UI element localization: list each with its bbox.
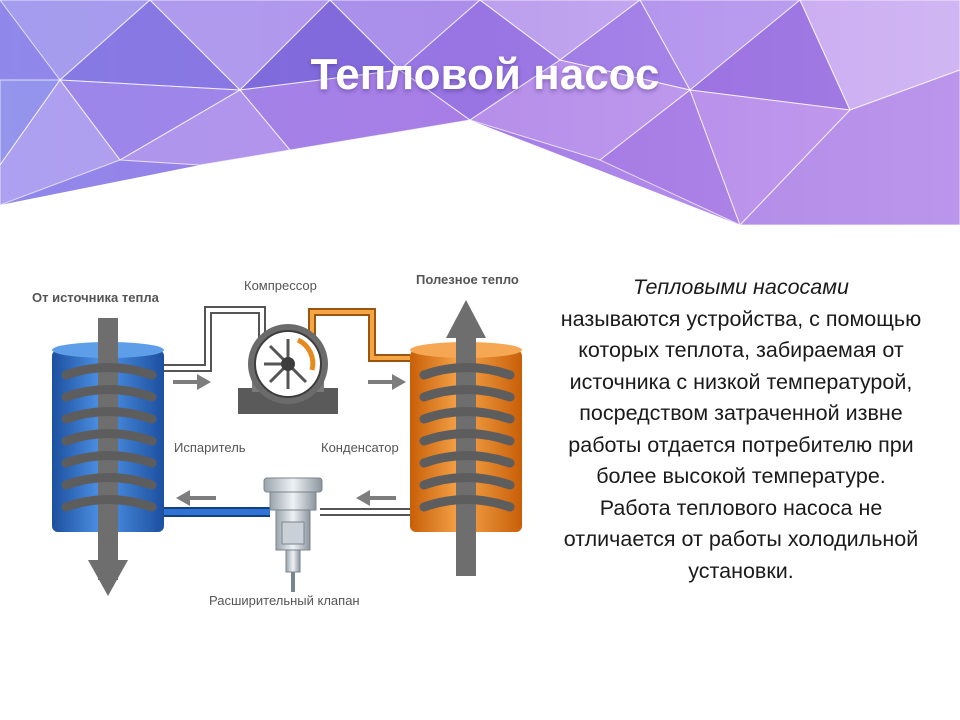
evaporator-pipe-arrow — [88, 318, 128, 596]
label-expansion-valve: Расширительный клапан — [209, 593, 360, 608]
label-condenser: Конденсатор — [321, 440, 399, 455]
flow-arrow-to-compressor — [173, 374, 211, 390]
label-evaporator: Испаритель — [174, 440, 246, 455]
flow-arrow-to-evaporator — [176, 490, 216, 506]
banner-background — [0, 0, 960, 226]
flow-arrow-from-condenser — [356, 490, 396, 506]
definition-text: Тепловыми насосами называются устройства… — [560, 272, 922, 587]
definition-body: называются устройства, с помощью которых… — [560, 306, 922, 583]
slide-title: Тепловой насос — [310, 50, 660, 99]
suction-pipe — [164, 306, 266, 372]
label-useful-heat: Полезное тепло — [416, 272, 519, 287]
definition-term: Тепловыми насосами — [633, 275, 849, 299]
heat-pump-diagram: От источника тепла Компрессор Полезное т… — [32, 272, 522, 608]
condenser-coil — [419, 363, 515, 512]
flow-arrow-to-condenser — [368, 374, 406, 390]
label-source-heat: От источника тепла — [32, 290, 160, 305]
label-compressor: Компрессор — [244, 278, 317, 293]
compressor — [238, 324, 338, 414]
evaporator-coil — [61, 363, 157, 512]
expansion-valve — [263, 477, 323, 592]
discharge-pipe — [308, 308, 410, 362]
